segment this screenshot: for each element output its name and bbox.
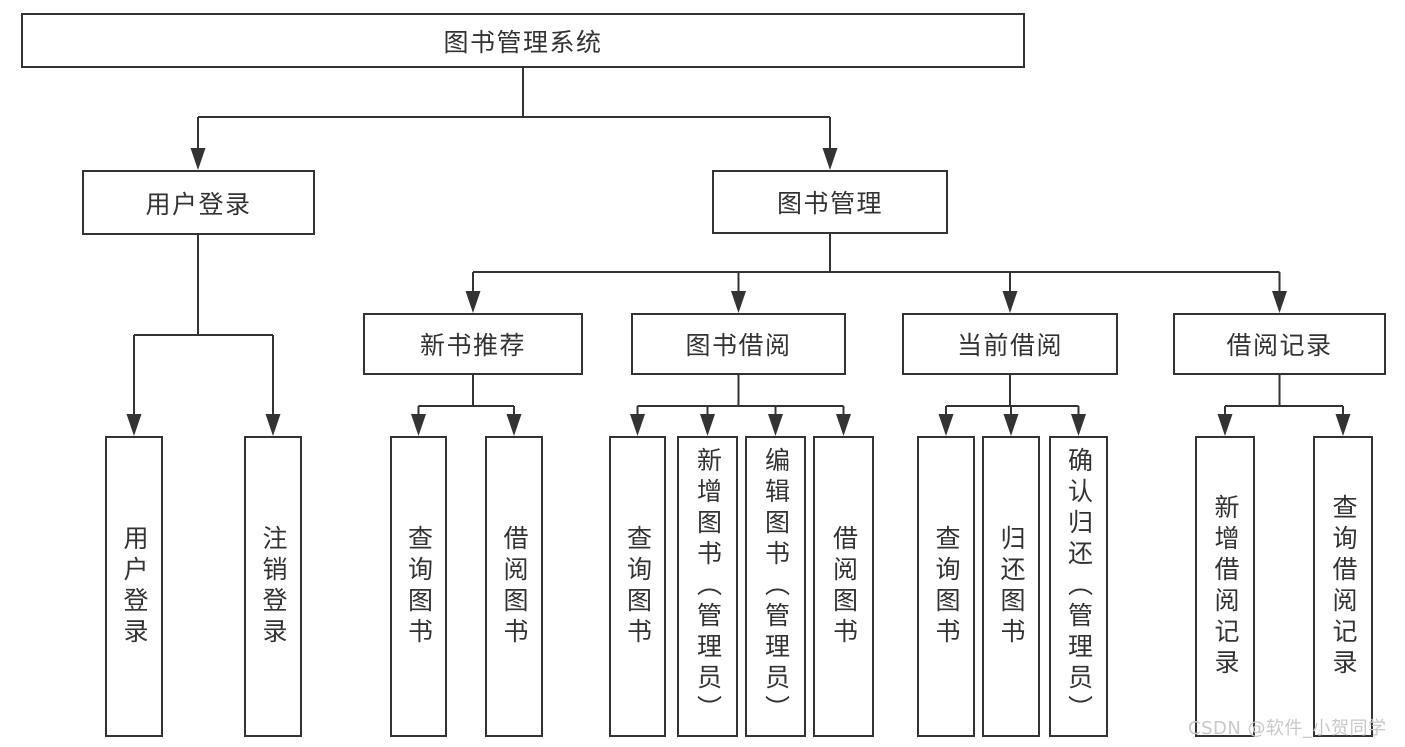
connector-new-book-children (417, 375, 515, 414)
leaf-query-books-borrow: 查询图书 (609, 436, 666, 737)
leaf-query-borrow-record: 查询借阅记录 (1313, 436, 1373, 737)
node-new-book-recommend: 新书推荐 (363, 313, 583, 375)
leaf-query-books-current-label: 查询图书 (932, 524, 961, 649)
arrowheads-borrow-record-children (1217, 414, 1351, 436)
leaf-edit-book-admin: 编辑图书（管理员） (745, 436, 806, 737)
node-book-borrow: 图书借阅 (631, 313, 846, 375)
leaf-return-book: 归还图书 (982, 436, 1040, 737)
node-book-management: 图书管理 (712, 170, 948, 234)
leaf-borrow-books-label: 借阅图书 (829, 524, 859, 649)
arrowheads-root-to-level2 (190, 148, 838, 170)
leaf-user-login: 用户登录 (105, 436, 163, 737)
connector-root-to-level2 (197, 68, 831, 148)
leaf-logout: 注销登录 (244, 436, 302, 737)
leaf-borrow-books-recommend-label: 借阅图书 (500, 524, 529, 649)
connector-book-borrow-children (636, 375, 845, 414)
arrowheads-book-management-children (465, 291, 1287, 313)
leaf-query-books-recommend-label: 查询图书 (404, 524, 434, 649)
watermark: CSDN @软件_小贺同学 (1188, 718, 1387, 739)
connector-current-borrow-children (945, 375, 1080, 414)
node-root: 图书管理系统 (21, 13, 1025, 68)
leaf-logout-label: 注销登录 (259, 524, 288, 649)
connector-borrow-record-children (1224, 375, 1344, 414)
leaf-query-books-recommend: 查询图书 (390, 436, 447, 737)
node-borrow-records: 借阅记录 (1173, 313, 1386, 375)
leaf-query-books-current: 查询图书 (917, 436, 975, 737)
leaf-add-book-admin-label: 新增图书（管理员） (693, 447, 723, 726)
leaf-return-book-label: 归还图书 (997, 524, 1026, 649)
arrowheads-user-login-children (126, 414, 281, 436)
connector-user-login-children (133, 235, 274, 414)
arrowheads-book-borrow-children (630, 414, 851, 436)
arrowheads-current-borrow-children (938, 414, 1086, 436)
leaf-query-books-borrow-label: 查询图书 (623, 524, 653, 649)
arrowheads-new-book-children (411, 414, 522, 436)
leaf-add-borrow-record-label: 新增借阅记录 (1211, 493, 1240, 680)
leaf-borrow-books: 借阅图书 (813, 436, 874, 737)
leaf-add-borrow-record: 新增借阅记录 (1195, 436, 1255, 737)
node-current-borrow: 当前借阅 (902, 313, 1118, 375)
leaf-confirm-return-admin-label: 确认归还（管理员） (1064, 447, 1094, 726)
leaf-user-login-label: 用户登录 (120, 524, 149, 649)
leaf-confirm-return-admin: 确认归还（管理员） (1049, 436, 1108, 737)
leaf-query-borrow-record-label: 查询借阅记录 (1329, 493, 1358, 680)
connector-book-management-children (472, 234, 1281, 291)
node-user-login: 用户登录 (82, 170, 315, 235)
leaf-add-book-admin: 新增图书（管理员） (677, 436, 738, 737)
leaf-borrow-books-recommend: 借阅图书 (485, 436, 543, 737)
leaf-edit-book-admin-label: 编辑图书（管理员） (761, 447, 791, 726)
